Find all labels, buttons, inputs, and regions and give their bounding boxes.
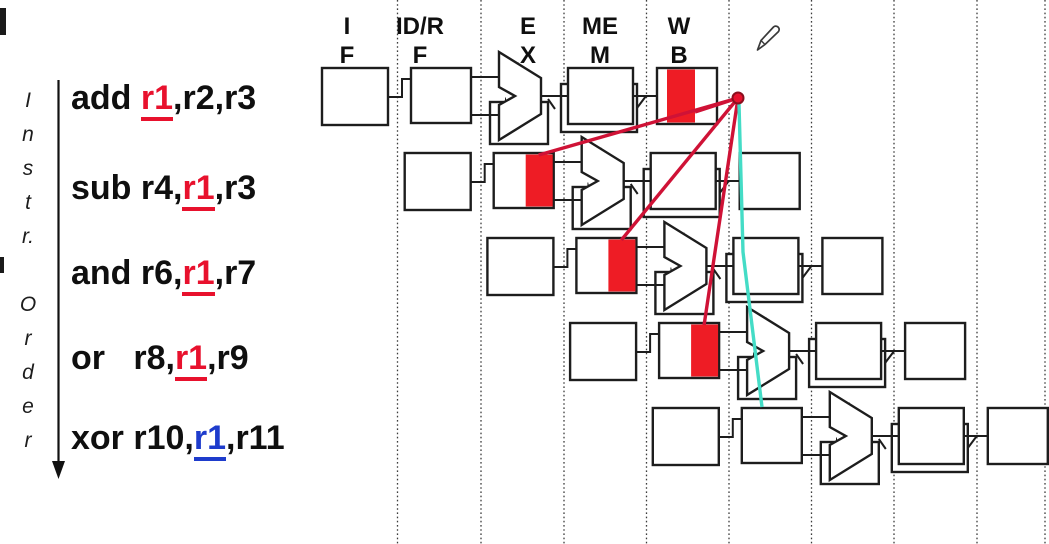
order-letter: O <box>19 293 37 316</box>
instruction-or: or r8,r1,r9 <box>71 340 249 381</box>
alu-shadow-connector <box>877 438 887 450</box>
dm-shadow-connector <box>884 350 895 364</box>
instr-text: ,r7 <box>214 254 257 292</box>
dm-shadow-connector <box>966 435 978 449</box>
data-memory-box <box>897 406 965 466</box>
instr-text: add <box>71 79 141 117</box>
forwarding-lines <box>538 91 764 408</box>
order-letter: d <box>22 361 34 384</box>
instr-text: xor r10, <box>71 419 194 457</box>
forward-line-red <box>538 96 739 157</box>
instr-text: ,r3 <box>214 169 257 207</box>
stage-wire <box>388 78 411 98</box>
stage-header-line: B <box>670 42 688 69</box>
data-memory-box <box>649 151 717 211</box>
instr-order-arrow <box>52 80 65 479</box>
register-write-box <box>821 236 884 296</box>
register-read-box <box>409 66 473 125</box>
order-letter: s <box>22 157 34 180</box>
order-letter: r <box>24 327 32 350</box>
instruction-memory-box <box>403 151 472 212</box>
dm-shadow-connector <box>801 265 813 279</box>
stage-header-line: F <box>339 42 355 69</box>
stage-wire <box>470 163 494 183</box>
instr-reg-operand: r1 <box>174 340 208 381</box>
pipeline-row <box>651 389 1049 486</box>
order-letter: t <box>25 191 31 214</box>
instr-text: or r8, <box>71 339 175 377</box>
stage-header-line: F <box>412 42 428 69</box>
instr-reg-operand: r1 <box>182 170 215 211</box>
pipeline-row <box>486 219 884 316</box>
register-write-box <box>903 321 967 381</box>
forward-source-dot <box>731 91 745 105</box>
alu-shape <box>663 219 708 313</box>
stage-header-line: I <box>343 13 351 40</box>
dm-shadow-connector <box>636 95 647 109</box>
register-write-box <box>986 406 1049 466</box>
screen-edge-mark <box>0 8 6 35</box>
pipeline-row <box>568 304 967 401</box>
instruction-sub: sub r4,r1,r3 <box>71 170 256 211</box>
screen-edge-mark <box>0 257 4 273</box>
order-letter: r <box>24 429 32 452</box>
instruction-xor: xor r10,r1,r11 <box>71 420 285 461</box>
alu-shadow-connector <box>629 183 639 195</box>
alu-shadow-connector <box>547 98 556 110</box>
instruction-memory-box <box>486 236 555 297</box>
diagram-layer: ImRegDmRegALUImRegDmRegALUImRegDmRegALUI… <box>320 0 1049 544</box>
data-memory-box <box>814 321 883 381</box>
instr-reg-operand: r1 <box>140 80 174 121</box>
instr-text: and r6, <box>71 254 183 292</box>
register-read-box <box>740 406 803 465</box>
stage-header-line: E <box>519 13 536 40</box>
instruction-and: and r6,r1,r7 <box>71 255 256 296</box>
instruction-memory-box <box>568 321 638 382</box>
forward-line-cyan <box>737 103 764 408</box>
stage-header-line: W <box>667 13 691 40</box>
instr-text: sub r4, <box>71 169 183 207</box>
instruction-add: add r1,r2,r3 <box>71 80 256 121</box>
instr-reg-operand: r1 <box>182 255 215 296</box>
stage-wire <box>718 418 742 438</box>
instr-reg-operand: r1 <box>193 420 226 461</box>
stage-header-line: ID/R <box>396 13 444 40</box>
alu-shape <box>828 389 873 483</box>
alu-shadow-connector <box>712 268 722 280</box>
alu-shape <box>497 49 543 143</box>
stage-header-line: M <box>590 42 610 69</box>
hazard-read-highlight <box>525 154 553 207</box>
hazard-read-highlight <box>608 239 636 292</box>
order-letter: e <box>22 395 34 418</box>
stage-header-line: ME <box>582 13 618 40</box>
alu-shadow-connector <box>795 353 804 365</box>
forward-line-red <box>702 97 740 326</box>
stage-wire <box>636 333 660 353</box>
register-write-box <box>738 151 801 211</box>
instr-text: ,r11 <box>226 419 285 457</box>
stage-header-line: X <box>519 42 536 69</box>
stage-wire <box>553 248 577 268</box>
instr-text: ,r2,r3 <box>173 79 257 117</box>
instruction-memory-box <box>320 66 390 127</box>
instruction-memory-box <box>651 406 720 467</box>
pipeline-row <box>320 49 719 146</box>
hazard-read-highlight <box>691 324 719 377</box>
order-letter: n <box>22 123 34 146</box>
pencil-cursor-icon <box>756 25 780 51</box>
instr-text: ,r9 <box>207 339 249 377</box>
order-letter: r. <box>21 225 35 248</box>
alu-shape <box>580 134 625 228</box>
order-letter: I <box>25 89 31 112</box>
forward-line-red <box>620 96 740 242</box>
data-memory-box <box>566 66 635 126</box>
